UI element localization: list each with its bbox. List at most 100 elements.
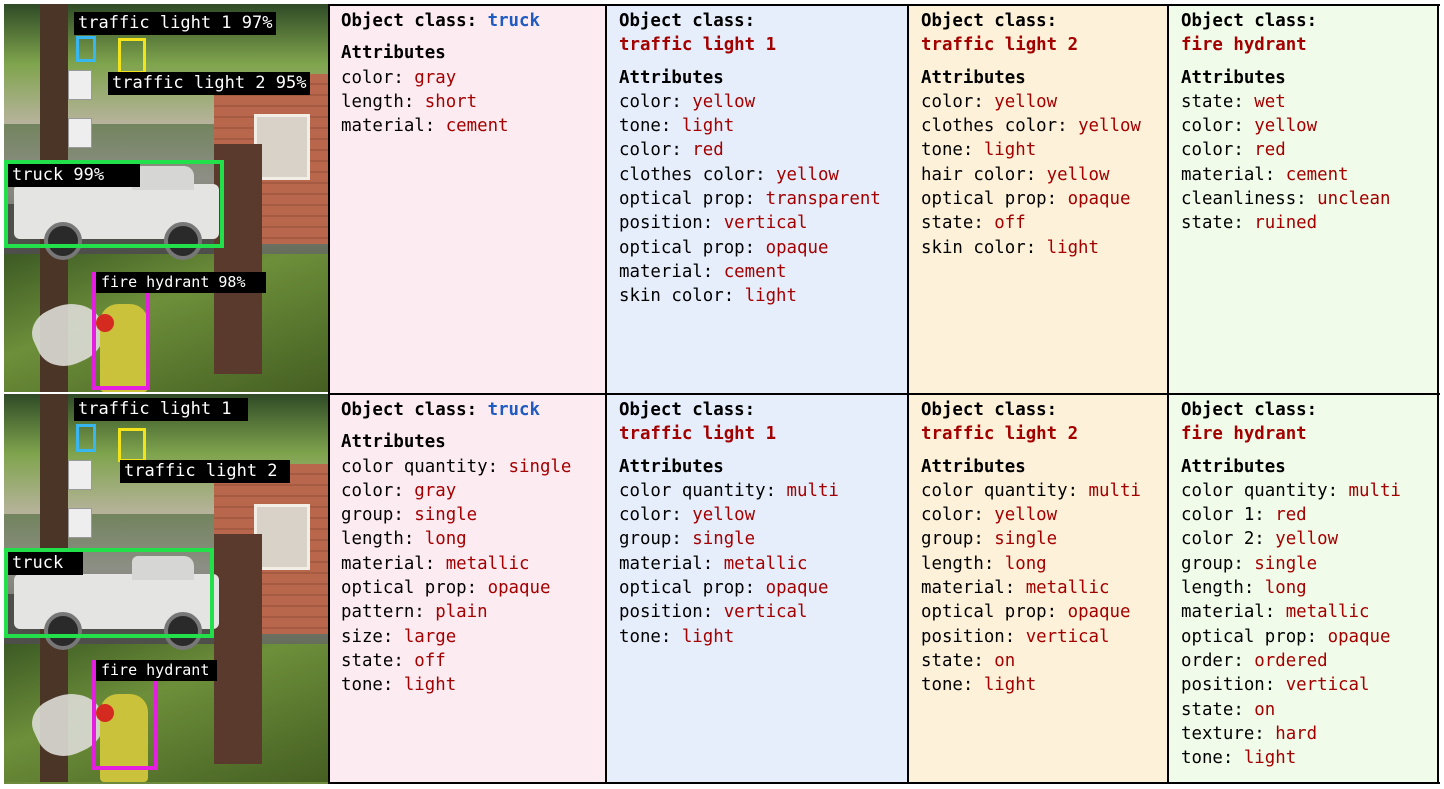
attribute-key: position: xyxy=(619,602,724,623)
attribute-row: length: long xyxy=(1181,576,1438,600)
attribute-row: length: long xyxy=(921,552,1169,576)
attribute-value: single xyxy=(1254,553,1318,574)
top-traffic-light-2-cell: Object class: traffic light 2 Attributes… xyxy=(909,5,1169,395)
attribute-row: color: yellow xyxy=(921,503,1169,527)
grid-line-v0 xyxy=(328,4,330,784)
attribute-key: optical prop: xyxy=(921,189,1068,210)
attribute-key: skin color: xyxy=(619,286,745,307)
attribute-value: yellow xyxy=(1078,116,1141,137)
attribute-key: state: xyxy=(341,650,415,671)
attribute-key: length: xyxy=(921,553,1005,574)
attribute-row: order: ordered xyxy=(1181,649,1438,673)
attribute-value: ruined xyxy=(1254,213,1318,234)
attribute-key: clothes color: xyxy=(921,116,1079,137)
attribute-row: state: off xyxy=(921,211,1169,235)
object-class-value: fire hydrant xyxy=(1181,35,1307,56)
attribute-row: optical prop: opaque xyxy=(1181,625,1438,649)
attribute-row: tone: light xyxy=(619,114,909,138)
attribute-key: length: xyxy=(341,529,425,550)
attribute-value: long xyxy=(424,529,467,550)
attribute-value: opaque xyxy=(1327,626,1391,647)
attributes-heading: Attributes xyxy=(1181,67,1286,88)
attribute-value: metallic xyxy=(445,553,530,574)
traffic-light-1-label: traffic light 1 97% xyxy=(74,12,277,35)
attribute-row: state: on xyxy=(921,649,1169,673)
attribute-value: multi xyxy=(786,480,839,501)
attribute-key: clothes color: xyxy=(619,164,777,185)
attribute-key: cleanliness: xyxy=(1181,189,1318,210)
attribute-key: material: xyxy=(341,116,446,137)
attribute-value: short xyxy=(424,91,478,112)
truck-label: truck xyxy=(8,552,84,575)
attribute-value: metallic xyxy=(1025,578,1110,599)
object-class-value: traffic light 1 xyxy=(619,424,777,445)
object-class-value: traffic light 1 xyxy=(619,35,777,56)
object-class-label: Object class: xyxy=(619,11,756,31)
attribute-row: position: vertical xyxy=(619,600,909,624)
attribute-row: skin color: light xyxy=(921,236,1169,260)
attribute-key: color: xyxy=(341,480,415,501)
attribute-key: color quantity: xyxy=(619,480,787,501)
top-truck-cell: Object class: truck Attributes color: gr… xyxy=(329,5,607,395)
attributes-heading: Attributes xyxy=(341,43,446,64)
attribute-row: tone: light xyxy=(341,673,607,697)
truck-label: truck 99% xyxy=(8,164,141,187)
attribute-value: vertical xyxy=(1285,675,1370,696)
attribute-key: tone: xyxy=(619,116,682,137)
attribute-row: optical prop: opaque xyxy=(921,187,1169,211)
attribute-key: color 2: xyxy=(1181,529,1276,550)
attribute-key: color: xyxy=(1181,116,1255,137)
attribute-row: texture: hard xyxy=(1181,722,1438,746)
attribute-key: texture: xyxy=(1181,723,1276,744)
traffic-light-1-label: traffic light 1 xyxy=(74,398,248,421)
attribute-row: color: yellow xyxy=(619,503,909,527)
attribute-value: light xyxy=(1243,748,1297,769)
attribute-row: color 2: yellow xyxy=(1181,527,1438,551)
attribute-value: single xyxy=(414,505,478,526)
truck-box xyxy=(4,160,224,248)
attribute-row: color quantity: multi xyxy=(921,479,1169,503)
attribute-key: material: xyxy=(1181,164,1286,185)
attribute-key: tone: xyxy=(619,626,682,647)
attribute-key: color quantity: xyxy=(921,480,1089,501)
attribute-row: optical prop: opaque xyxy=(619,236,909,260)
grid-line-middle xyxy=(328,393,1440,395)
attribute-value: opaque xyxy=(1067,602,1131,623)
attribute-row: optical prop: opaque xyxy=(921,600,1169,624)
attribute-row: group: single xyxy=(1181,552,1438,576)
attribute-key: hair color: xyxy=(921,164,1047,185)
attribute-value: wet xyxy=(1254,91,1286,112)
attribute-value: light xyxy=(744,286,797,307)
attribute-row: color: yellow xyxy=(1181,114,1438,138)
grid-line-bottom xyxy=(328,782,1440,784)
attribute-key: color: xyxy=(619,505,693,526)
attributes-heading: Attributes xyxy=(619,456,724,477)
attribute-key: tone: xyxy=(921,140,984,161)
attribute-key: size: xyxy=(341,626,404,647)
attribute-value: light xyxy=(983,140,1037,161)
object-class-label: Object class: xyxy=(921,400,1058,420)
object-class-value: truck xyxy=(487,11,540,31)
attribute-row: group: single xyxy=(619,527,909,551)
attribute-key: optical prop: xyxy=(619,578,766,599)
object-class-value: traffic light 2 xyxy=(921,35,1079,56)
attribute-value: light xyxy=(681,626,735,647)
attribute-value: light xyxy=(1046,237,1099,258)
attribute-value: yellow xyxy=(1254,116,1318,137)
object-class-label: Object class: xyxy=(1181,400,1318,420)
attribute-value: off xyxy=(994,213,1026,234)
attribute-row: tone: light xyxy=(921,673,1169,697)
attribute-key: group: xyxy=(619,529,693,550)
attribute-value: large xyxy=(403,626,457,647)
object-class-value: truck xyxy=(487,400,540,420)
attributes-heading: Attributes xyxy=(921,456,1026,477)
attribute-row: material: metallic xyxy=(1181,600,1438,624)
object-class-label: Object class: xyxy=(921,11,1058,31)
top-street-photo: traffic light 1 97% traffic light 2 95% … xyxy=(4,4,328,392)
attribute-value: light xyxy=(983,675,1037,696)
attribute-value: opaque xyxy=(765,578,829,599)
attribute-value: long xyxy=(1264,578,1307,599)
attribute-value: opaque xyxy=(1067,189,1131,210)
attribute-row: cleanliness: unclean xyxy=(1181,187,1438,211)
attribute-key: pattern: xyxy=(341,602,436,623)
